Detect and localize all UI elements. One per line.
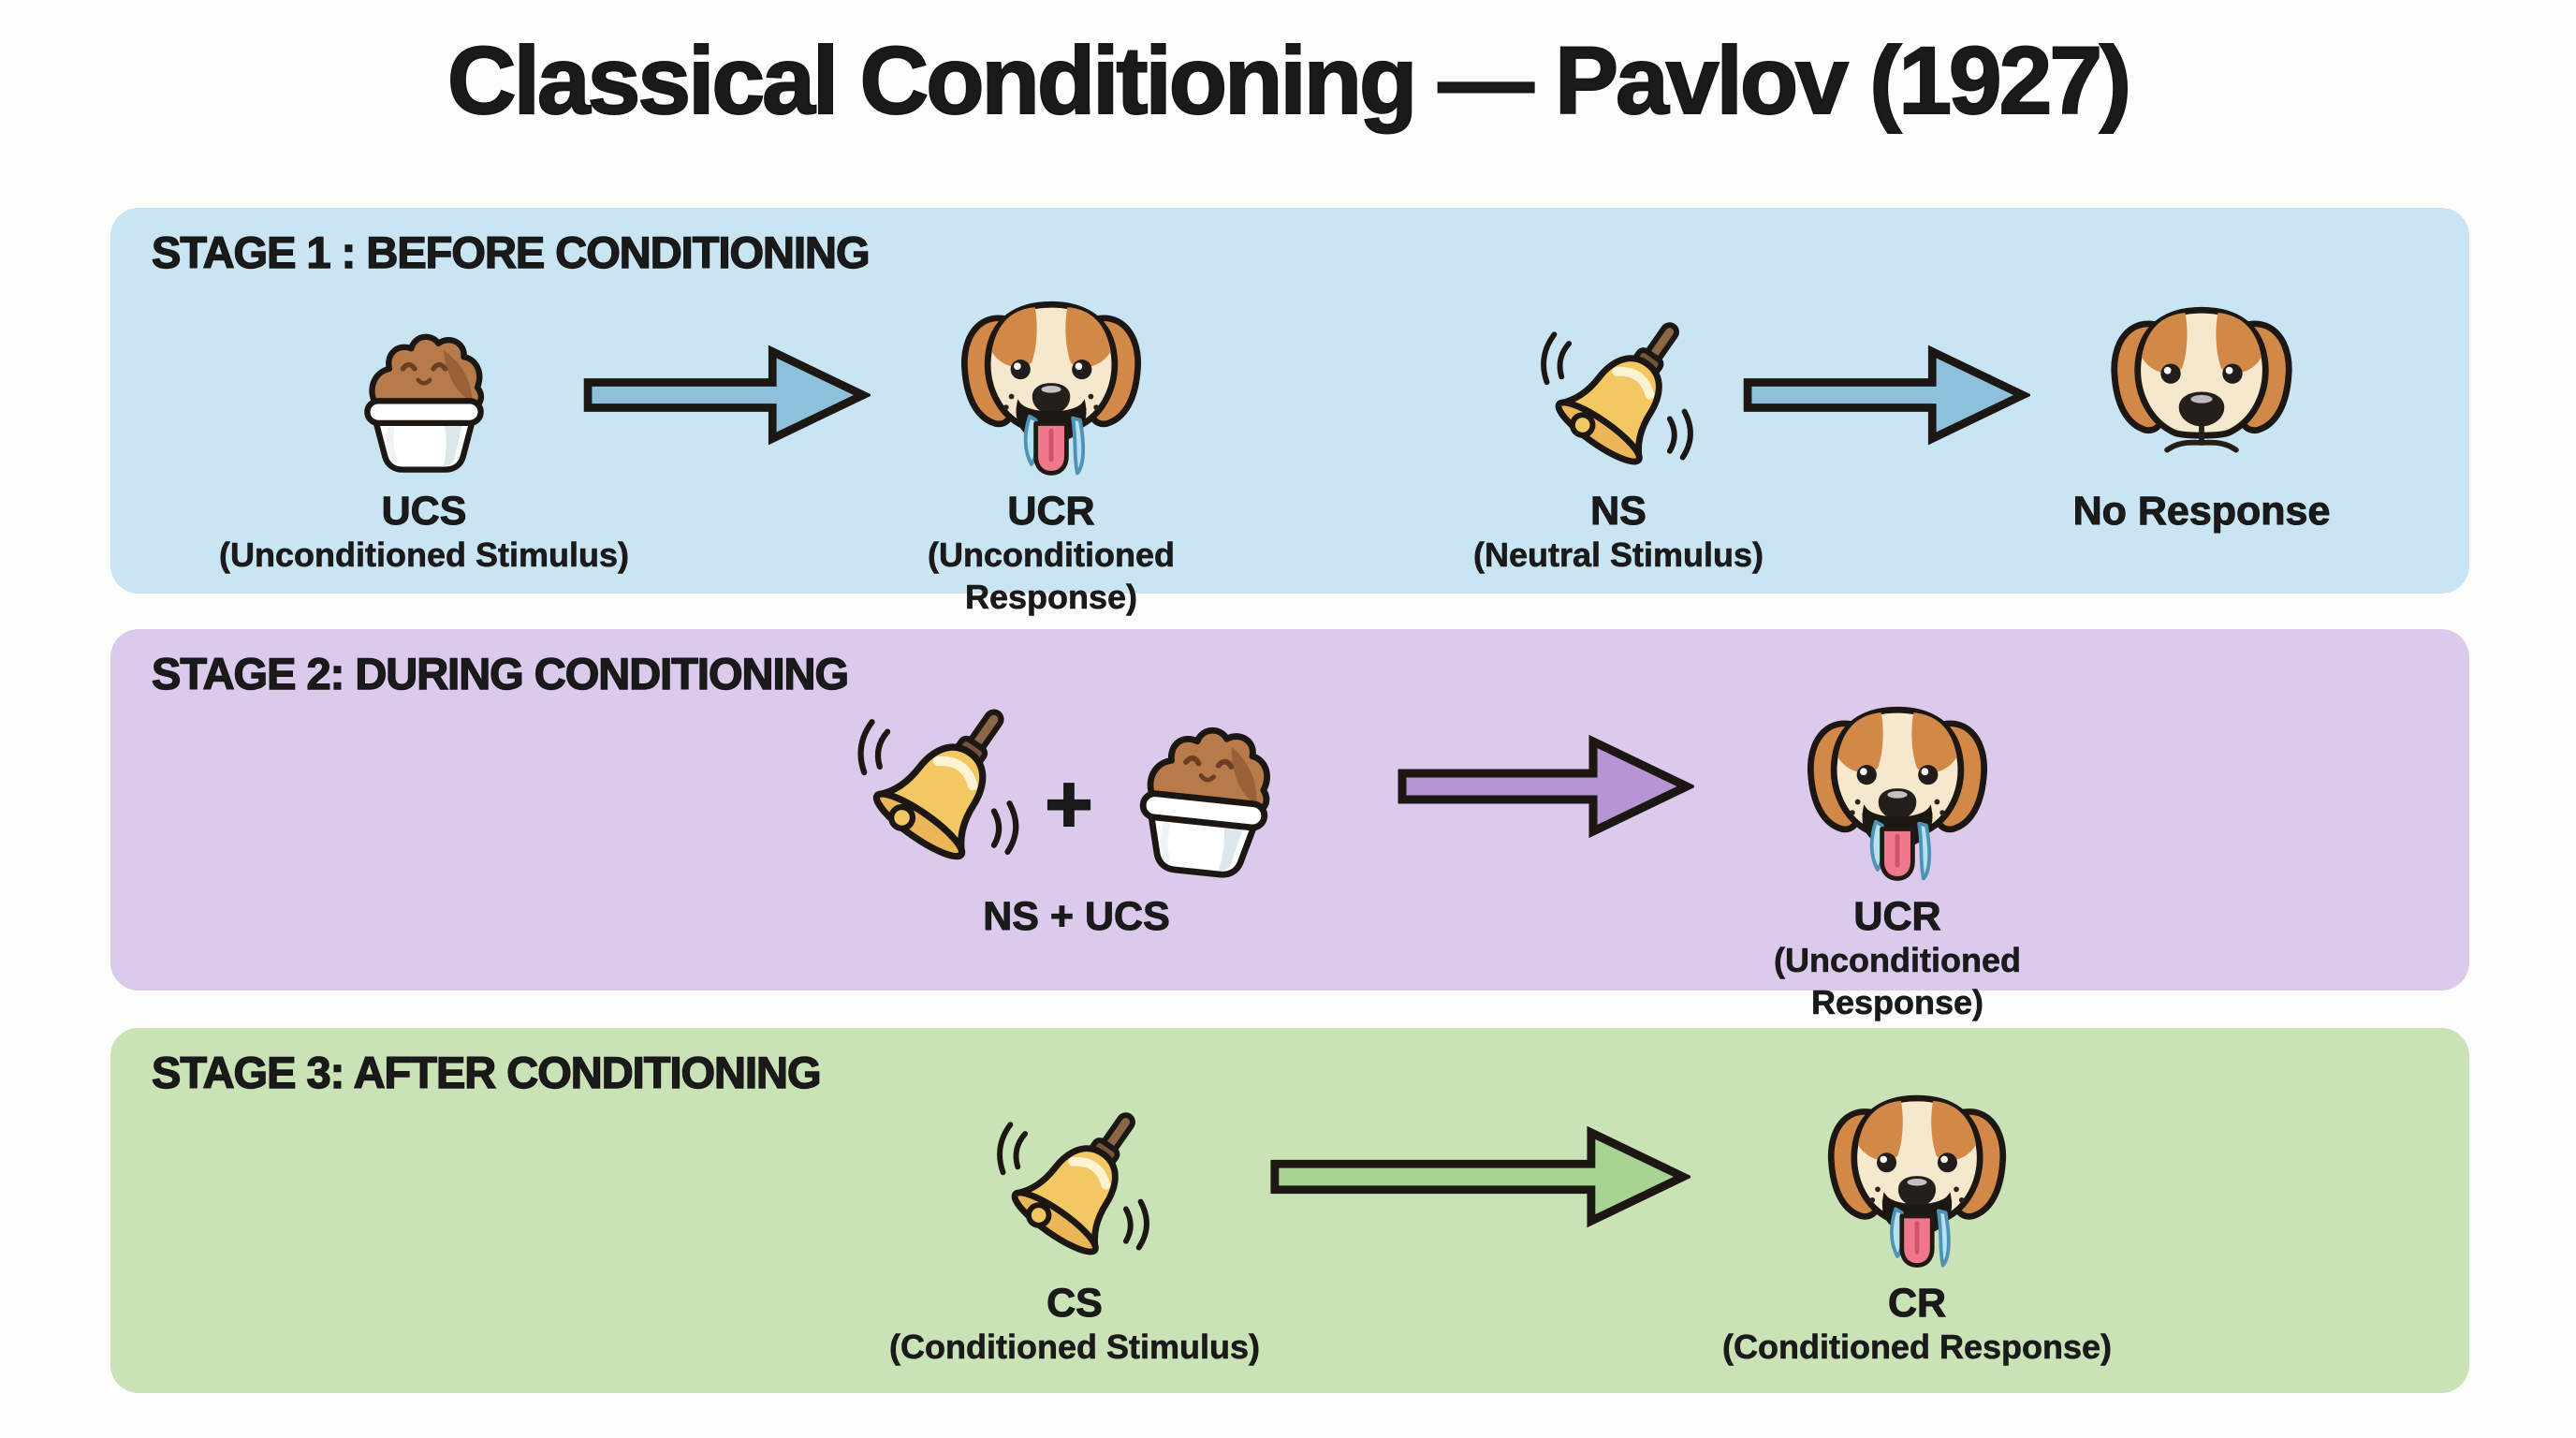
cr-iconbox	[1819, 1058, 2015, 1281]
arrow-right-icon	[1267, 1122, 1690, 1232]
ucr-label: UCR	[1007, 488, 1095, 534]
ns-ucs-iconbox: +	[852, 665, 1300, 894]
bell-icon	[852, 687, 1028, 881]
ucr-iconbox	[952, 259, 1150, 489]
cr-group: CR (Conditioned Response)	[1711, 1058, 2123, 1368]
ns-sublabel: (Neutral Stimulus)	[1472, 536, 1764, 575]
arrow-right-icon	[1395, 730, 1694, 843]
stage1-panel: STAGE 1 : BEFORE CONDITIONING UCS (Uncon…	[110, 208, 2469, 616]
cs-sublabel: (Conditioned Stimulus)	[889, 1328, 1261, 1367]
ucr2-label: UCR	[1853, 893, 1941, 939]
cr-label: CR	[1887, 1280, 1947, 1326]
bell-icon	[991, 1092, 1158, 1275]
arrow-right-icon	[1740, 341, 2030, 449]
cs-group: CS (Conditioned Stimulus)	[869, 1058, 1281, 1368]
ucs-sublabel: (Unconditioned Stimulus)	[219, 536, 630, 575]
page-title: Classical Conditioning — Pavlov (1927)	[446, 26, 2132, 135]
dog-salivating-icon	[952, 281, 1150, 489]
cs-iconbox	[991, 1058, 1158, 1281]
ns-ucs-group: + NS + UCS	[852, 665, 1301, 940]
ucs-label: UCS	[381, 488, 467, 534]
ucr2-sublabel: (Unconditioned Response)	[1774, 941, 2022, 1022]
dog-salivating-icon	[1819, 1075, 2015, 1281]
dog-salivating-icon	[1798, 686, 1997, 894]
ucs-group: UCS (Unconditioned Stimulus)	[218, 259, 630, 576]
ns-iconbox	[1535, 259, 1702, 489]
ucs-iconbox	[335, 259, 513, 489]
ucr2-group: UCR (Unconditioned Response)	[1691, 665, 2103, 1023]
no-response-group: No Response	[1996, 259, 2408, 535]
arrow-right-icon	[580, 341, 871, 449]
food-bowl-icon	[1102, 697, 1310, 888]
ns-group: NS (Neutral Stimulus)	[1412, 259, 1824, 576]
ucr-group: UCR (Unconditioned Response)	[845, 259, 1257, 618]
stage2-panel: STAGE 2: DURING CONDITIONING + NS + UCS …	[110, 629, 2469, 1021]
stage1-header: STAGE 1 : BEFORE CONDITIONING	[151, 227, 871, 277]
plus-icon: +	[1044, 757, 1093, 850]
dog-neutral-icon	[2101, 286, 2302, 468]
food-bowl-icon	[335, 315, 513, 476]
no-response-label: No Response	[2072, 488, 2331, 534]
stage3-header: STAGE 3: AFTER CONDITIONING	[151, 1047, 822, 1097]
ns-label: NS	[1590, 488, 1647, 534]
bell-icon	[1535, 301, 1702, 485]
ucr2-iconbox	[1798, 665, 1997, 894]
ucr-sublabel: (Unconditioned Response)	[928, 536, 1176, 617]
cs-label: CS	[1046, 1280, 1104, 1326]
ns-ucs-label: NS + UCS	[983, 893, 1171, 939]
cr-sublabel: (Conditioned Response)	[1722, 1328, 2113, 1367]
stage2-header: STAGE 2: DURING CONDITIONING	[151, 648, 849, 698]
no-response-iconbox	[2101, 259, 2302, 489]
stage3-panel: STAGE 3: AFTER CONDITIONING CS (Conditio…	[110, 1028, 2469, 1393]
